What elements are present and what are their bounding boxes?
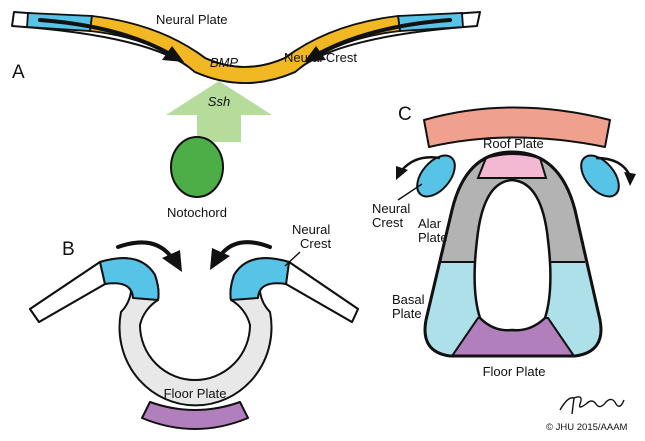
roof-plate-label: Roof Plate	[483, 136, 544, 151]
neural-crest-label-a: Neural Crest	[284, 50, 357, 65]
neural-crest-right-blob	[574, 149, 626, 204]
ssh-arrow	[166, 81, 272, 142]
panel-c-letter: C	[398, 104, 412, 125]
bmp-label: BMP	[210, 55, 239, 70]
copyright-credit: © JHU 2015/AAAM	[546, 422, 628, 433]
neural-tube-lumen	[475, 180, 551, 330]
floor-plate-label-c: Floor Plate	[483, 364, 546, 379]
neural-crest-label-c-2: Crest	[372, 215, 403, 230]
fold-arrow-left	[118, 242, 172, 258]
fold-arrow-right	[220, 242, 270, 256]
panel-a-letter: A	[12, 62, 25, 83]
fold-arrow-left-head	[162, 250, 182, 272]
neural-crest-right-tip	[230, 258, 289, 300]
panel-b-letter: B	[62, 239, 75, 260]
notochord	[171, 137, 223, 197]
neural-plate-label: Neural Plate	[156, 12, 228, 27]
floor-plate-label-b: Floor Plate	[164, 386, 227, 401]
panel-b: B Floor Plate Neural Crest	[30, 222, 358, 429]
ectoderm-left	[30, 262, 105, 322]
crest-migration-arrow-right-head	[624, 172, 636, 186]
artist-signature	[560, 397, 624, 414]
neural-crest-label-b-1: Neural	[292, 222, 330, 237]
neural-crest-left-tip	[100, 258, 159, 300]
basal-plate-label-2: Plate	[392, 306, 422, 321]
panel-c: C Roof Plate Neural Crest Alar Plate Bas…	[372, 104, 636, 379]
ssh-label: Ssh	[208, 94, 230, 109]
alar-plate-label-2: Plate	[418, 230, 448, 245]
neural-crest-label-b-2: Crest	[300, 236, 331, 251]
basal-plate-label-1: Basal	[392, 292, 425, 307]
alar-plate-label-1: Alar	[418, 216, 442, 231]
notochord-label: Notochord	[167, 205, 227, 220]
ectoderm-right	[286, 262, 358, 322]
crest-migration-arrow-left-head	[396, 166, 408, 180]
neural-crest-label-c-1: Neural	[372, 201, 410, 216]
fold-arrow-right-head	[210, 248, 230, 270]
